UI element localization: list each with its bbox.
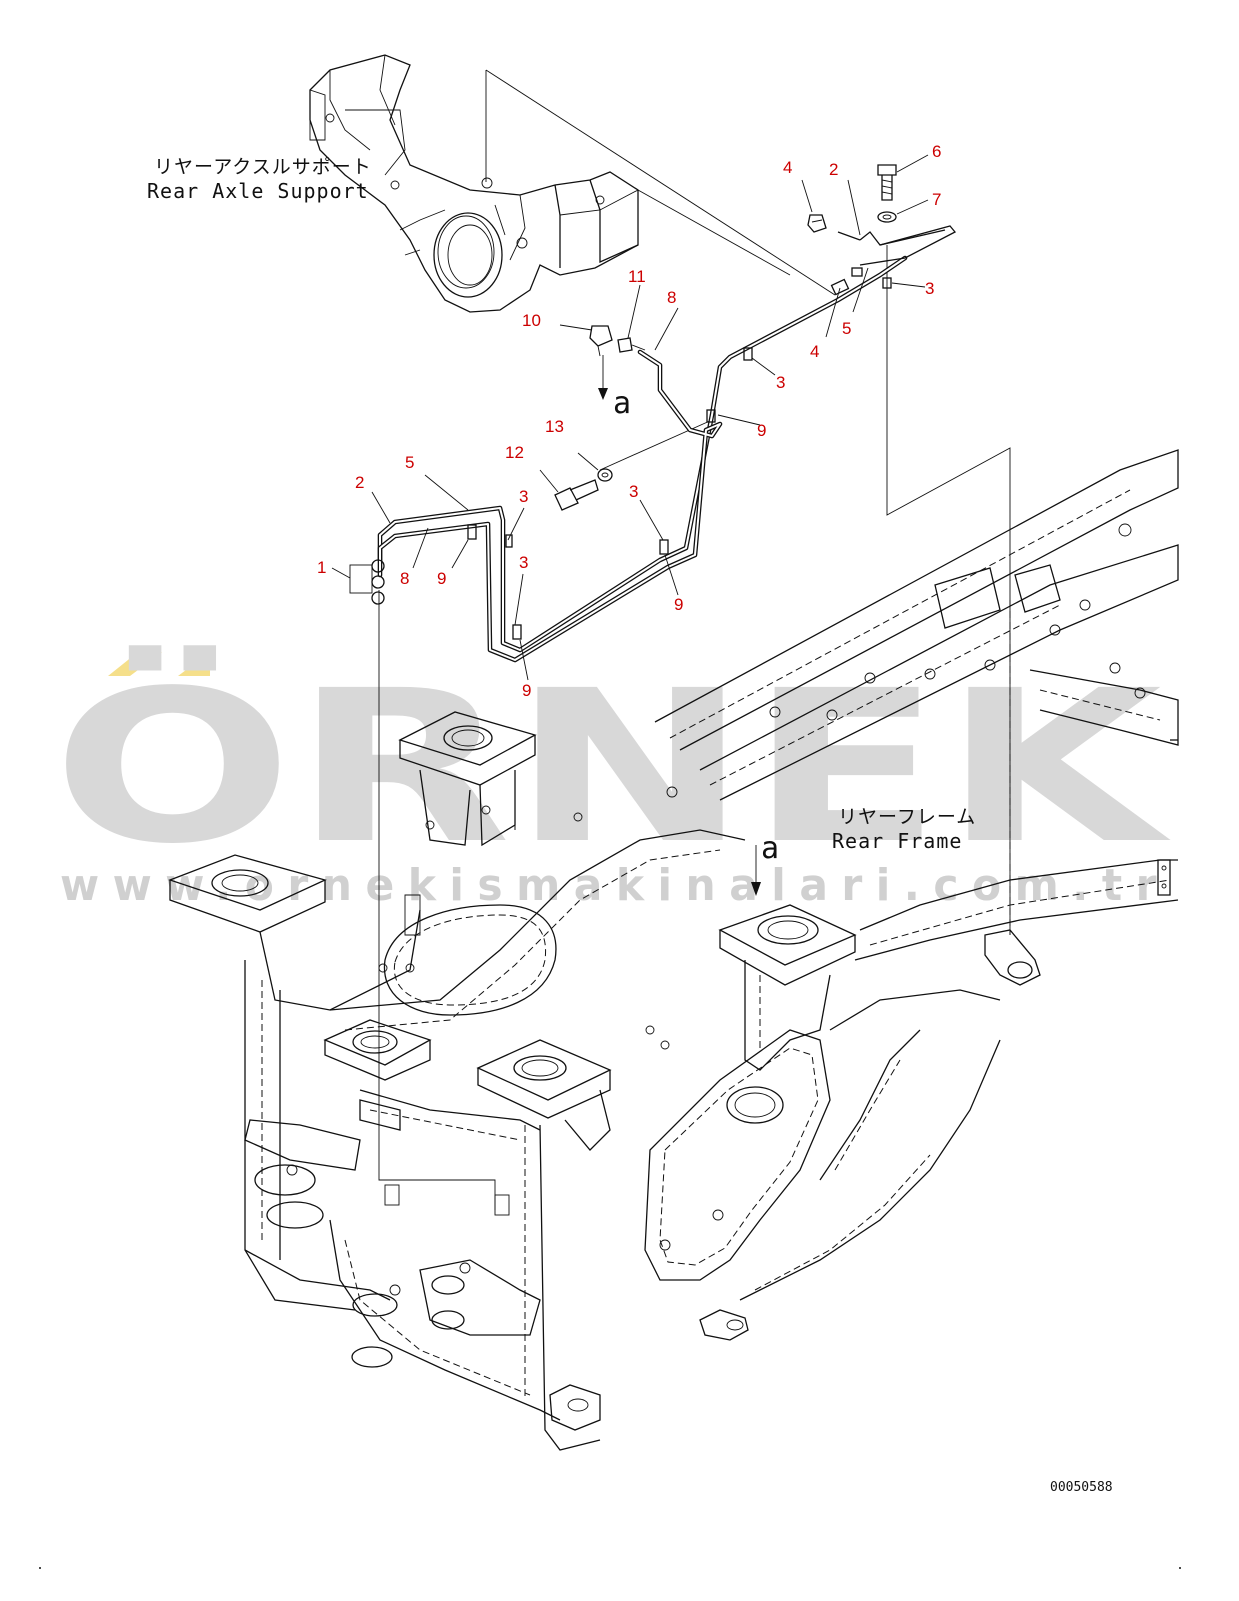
callout-12: 12 <box>505 443 524 462</box>
callout-3-top: 3 <box>925 279 934 298</box>
callout-5-right: 5 <box>842 319 851 338</box>
rear-frame-jp-label: リヤーフレーム <box>838 806 977 828</box>
fittings <box>554 164 897 511</box>
watermark-accent-left <box>108 652 162 676</box>
view-a-markers: a a <box>598 355 779 896</box>
callout-11: 11 <box>628 267 646 286</box>
callout-5-left: 5 <box>405 453 414 472</box>
watermark-brand: ÖRNEK <box>52 644 1172 890</box>
callout-2-left: 2 <box>355 473 364 492</box>
callout-10: 10 <box>522 311 541 330</box>
rear-frame-drawing <box>168 449 1179 1451</box>
document-number: 00050588 <box>1050 1480 1113 1495</box>
callout-2-top: 2 <box>829 160 838 179</box>
corner-mark-right <box>1179 1567 1181 1569</box>
leader-lines <box>331 154 929 681</box>
callout-7: 7 <box>932 190 941 209</box>
callout-8-top: 8 <box>667 288 676 307</box>
watermark-url: www.ornekismakinalari.com.tr <box>60 860 1170 911</box>
callout-9-right: 9 <box>757 421 766 440</box>
reference-lines <box>378 69 1011 1210</box>
watermark: ÖRNEK www.ornekismakinalari.com.tr <box>52 644 1172 911</box>
callout-9-left: 9 <box>437 569 446 588</box>
callouts: 4 2 6 7 3 5 4 11 8 10 3 9 13 12 5 2 3 3 … <box>317 142 941 700</box>
corner-mark-left <box>39 1567 41 1569</box>
callout-3-c: 3 <box>519 553 528 572</box>
callout-3-a: 3 <box>519 487 528 506</box>
rear-frame-en-label: Rear Frame <box>832 829 963 853</box>
view-a-top-letter: a <box>613 386 631 421</box>
callout-4-mid: 4 <box>810 342 819 361</box>
callout-13: 13 <box>545 417 564 436</box>
callout-9-mid: 9 <box>674 595 683 614</box>
brake-pipes <box>349 225 957 663</box>
rear-axle-support-drawing <box>309 54 639 313</box>
callout-3-b: 3 <box>629 482 638 501</box>
view-a-frame-letter: a <box>761 831 779 866</box>
rear-axle-support-en-label: Rear Axle Support <box>147 179 369 203</box>
callout-4-top: 4 <box>783 158 792 177</box>
callout-1: 1 <box>317 558 326 577</box>
callout-3-mid: 3 <box>776 373 785 392</box>
callout-8-left: 8 <box>400 569 409 588</box>
callout-6: 6 <box>932 142 941 161</box>
watermark-accent-right <box>178 652 210 676</box>
rear-axle-support-jp-label: リヤーアクスルサポート <box>154 156 372 178</box>
callout-9-bottom: 9 <box>522 681 531 700</box>
